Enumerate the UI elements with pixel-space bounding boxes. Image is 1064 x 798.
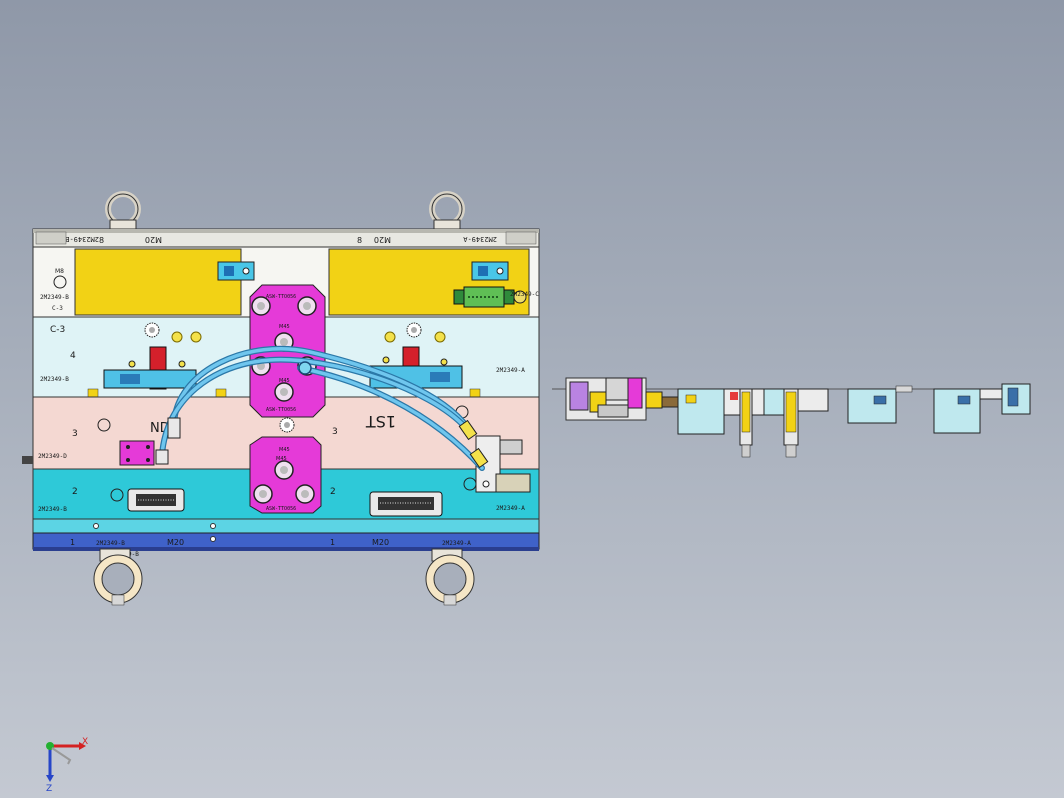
- bottom-right-num-label: 1: [330, 538, 335, 547]
- axes-triad: X Z: [46, 737, 88, 794]
- gear-icon: [144, 322, 160, 338]
- clamp-cylinder-left[interactable]: [103, 346, 197, 390]
- pneumatic-tubes: [159, 345, 485, 471]
- fixture-assembly[interactable]: 2M2349-B M20 8 8 M20 2M2349-A M8: [22, 228, 540, 558]
- eyebolt-bottom-right: [425, 548, 475, 606]
- row2-right-code-label: 2M2349-A: [496, 367, 525, 374]
- tube-fitting: [155, 449, 169, 465]
- row3-left-num-label: 3: [72, 429, 78, 439]
- sensor-left[interactable]: [217, 261, 255, 281]
- row3-right-num-label: 3: [332, 427, 338, 437]
- eyebolt-top-left: [105, 191, 141, 231]
- row1-left-code-label: 2M2349-B: [40, 294, 69, 301]
- top-num-right-label: 8: [357, 236, 362, 245]
- tube-fitting: [458, 419, 478, 441]
- gear-icon: [279, 417, 295, 433]
- gear-icon: [406, 322, 422, 338]
- tube-fitting: [469, 447, 489, 469]
- top-left-code-label: 2M2349-B: [65, 235, 99, 243]
- center-mid-text-label: ASW-TTO056: [266, 407, 296, 413]
- sensor-right[interactable]: [471, 261, 509, 281]
- yellow-marker: [384, 331, 396, 343]
- center-magenta-block-lower[interactable]: M45 M45 ASW-TTO056: [249, 436, 322, 514]
- bolt-hole-icon: [110, 488, 124, 502]
- top-m20-right-label: M20: [374, 235, 391, 244]
- row1-left-sub-label: C-3: [52, 305, 63, 312]
- side-view-assembly[interactable]: [552, 377, 1031, 458]
- top-right-code-label: 2M2349-A: [462, 235, 497, 243]
- bottom-left-num-label: 1: [70, 538, 75, 547]
- bottom-m20-left-label: M20: [167, 538, 184, 547]
- row3-left-code-label: 2M2349-D: [38, 453, 67, 460]
- multipin-connector-right[interactable]: [369, 491, 443, 517]
- axis-z-label: Z: [46, 784, 52, 794]
- row2-left-code-label: 2M2349-B: [40, 376, 69, 383]
- center-top-text-label: ASW-TTO056: [266, 294, 296, 300]
- bottom-left-code-label: 2M2349-B: [96, 540, 125, 547]
- row4-right-code-label: 2M2349-A: [496, 505, 525, 512]
- tube-fitting: [298, 361, 312, 375]
- row4-left-num-label: 2: [72, 487, 78, 497]
- row2-left-num-label: 4: [70, 351, 76, 361]
- row3-text-label: 1ST: [366, 412, 396, 431]
- green-connector[interactable]: [453, 286, 527, 308]
- row4-left-code-label: 2M2349-B: [38, 506, 67, 513]
- bolt-hole-icon: [97, 418, 111, 432]
- top-num-left-label: 8: [99, 236, 104, 245]
- bolt-hole-icon: [53, 275, 67, 289]
- valve-block[interactable]: [119, 440, 155, 466]
- yellow-block-left[interactable]: [74, 248, 242, 316]
- axis-x-label: X: [82, 737, 88, 747]
- eyebolt-bottom-left: [93, 548, 143, 606]
- yellow-marker: [171, 331, 183, 343]
- side-stub: [22, 456, 33, 464]
- center-bot-text-label: ASW-TTO056: [266, 506, 296, 512]
- m45-c-label: M45: [279, 447, 290, 453]
- m45-d-label: M45: [276, 456, 287, 462]
- multipin-connector-left[interactable]: [127, 488, 185, 512]
- m45-b-label: M45: [279, 378, 290, 384]
- svg-text:M8: M8: [55, 268, 64, 275]
- top-m20-left-label: M20: [145, 235, 162, 244]
- m45-a-label: M45: [279, 324, 290, 330]
- eyebolt-top-right: [429, 191, 465, 231]
- tube-fitting: [167, 417, 181, 439]
- yellow-marker: [190, 331, 202, 343]
- yellow-marker: [434, 331, 446, 343]
- row1-right-code-label: 2M2349-C: [510, 291, 539, 298]
- row2-left-tag-label: C-3: [50, 325, 65, 335]
- row4-right-num-label: 2: [330, 487, 336, 497]
- bottom-m20-right-label: M20: [372, 538, 389, 547]
- bottom-right-code-label: 2M2349-A: [442, 540, 471, 547]
